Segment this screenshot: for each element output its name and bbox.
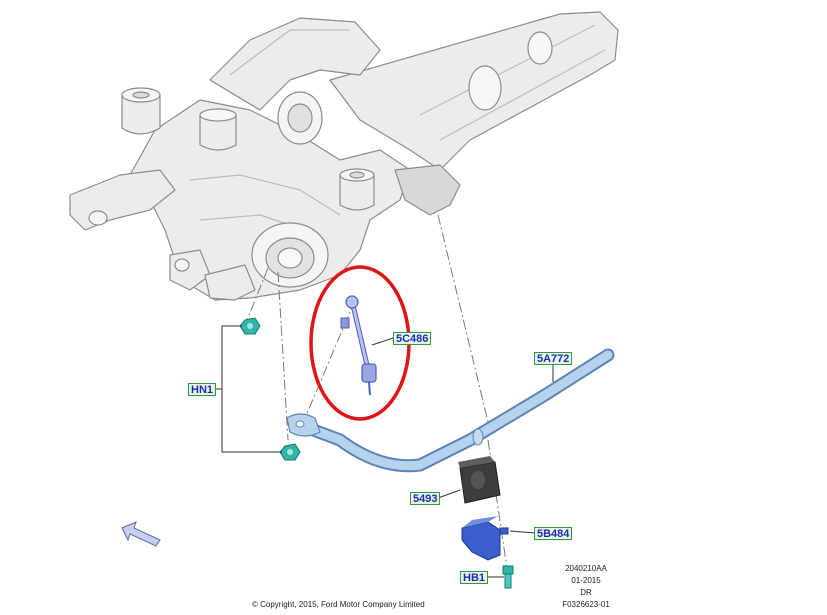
ref-id: F0326623-01 [562, 600, 610, 609]
hn1-nut-lower [279, 443, 301, 461]
stabilizer-bar [286, 348, 615, 473]
drawing-reference: 2040210AA 01-2015 DR F0326623-01 [556, 563, 616, 611]
callout-hn1[interactable]: HN1 [188, 383, 217, 396]
subframe-assembly [69, 11, 619, 301]
ref-date: 01-2015 [571, 576, 601, 585]
callout-5a772[interactable]: 5A772 [534, 352, 573, 365]
hn1-leader-bracket [210, 325, 282, 453]
callout-5b484[interactable]: 5B484 [534, 527, 573, 540]
ref-code: 2040210AA [565, 564, 607, 573]
copyright-notice: © Copyright, 2015, Ford Motor Company Li… [252, 600, 425, 609]
hn1-nut-upper [239, 317, 261, 335]
front-direction-arrow-icon [121, 521, 161, 547]
stabilizer-link [340, 295, 377, 396]
callout-hb1[interactable]: HB1 [460, 571, 489, 584]
bracket-5b484 [461, 516, 509, 561]
bolt-hb1 [502, 565, 514, 589]
bushing-5493 [458, 456, 501, 504]
callout-5c486[interactable]: 5C486 [393, 332, 432, 345]
ref-region: DR [580, 588, 592, 597]
callout-5493[interactable]: 5493 [410, 492, 441, 505]
